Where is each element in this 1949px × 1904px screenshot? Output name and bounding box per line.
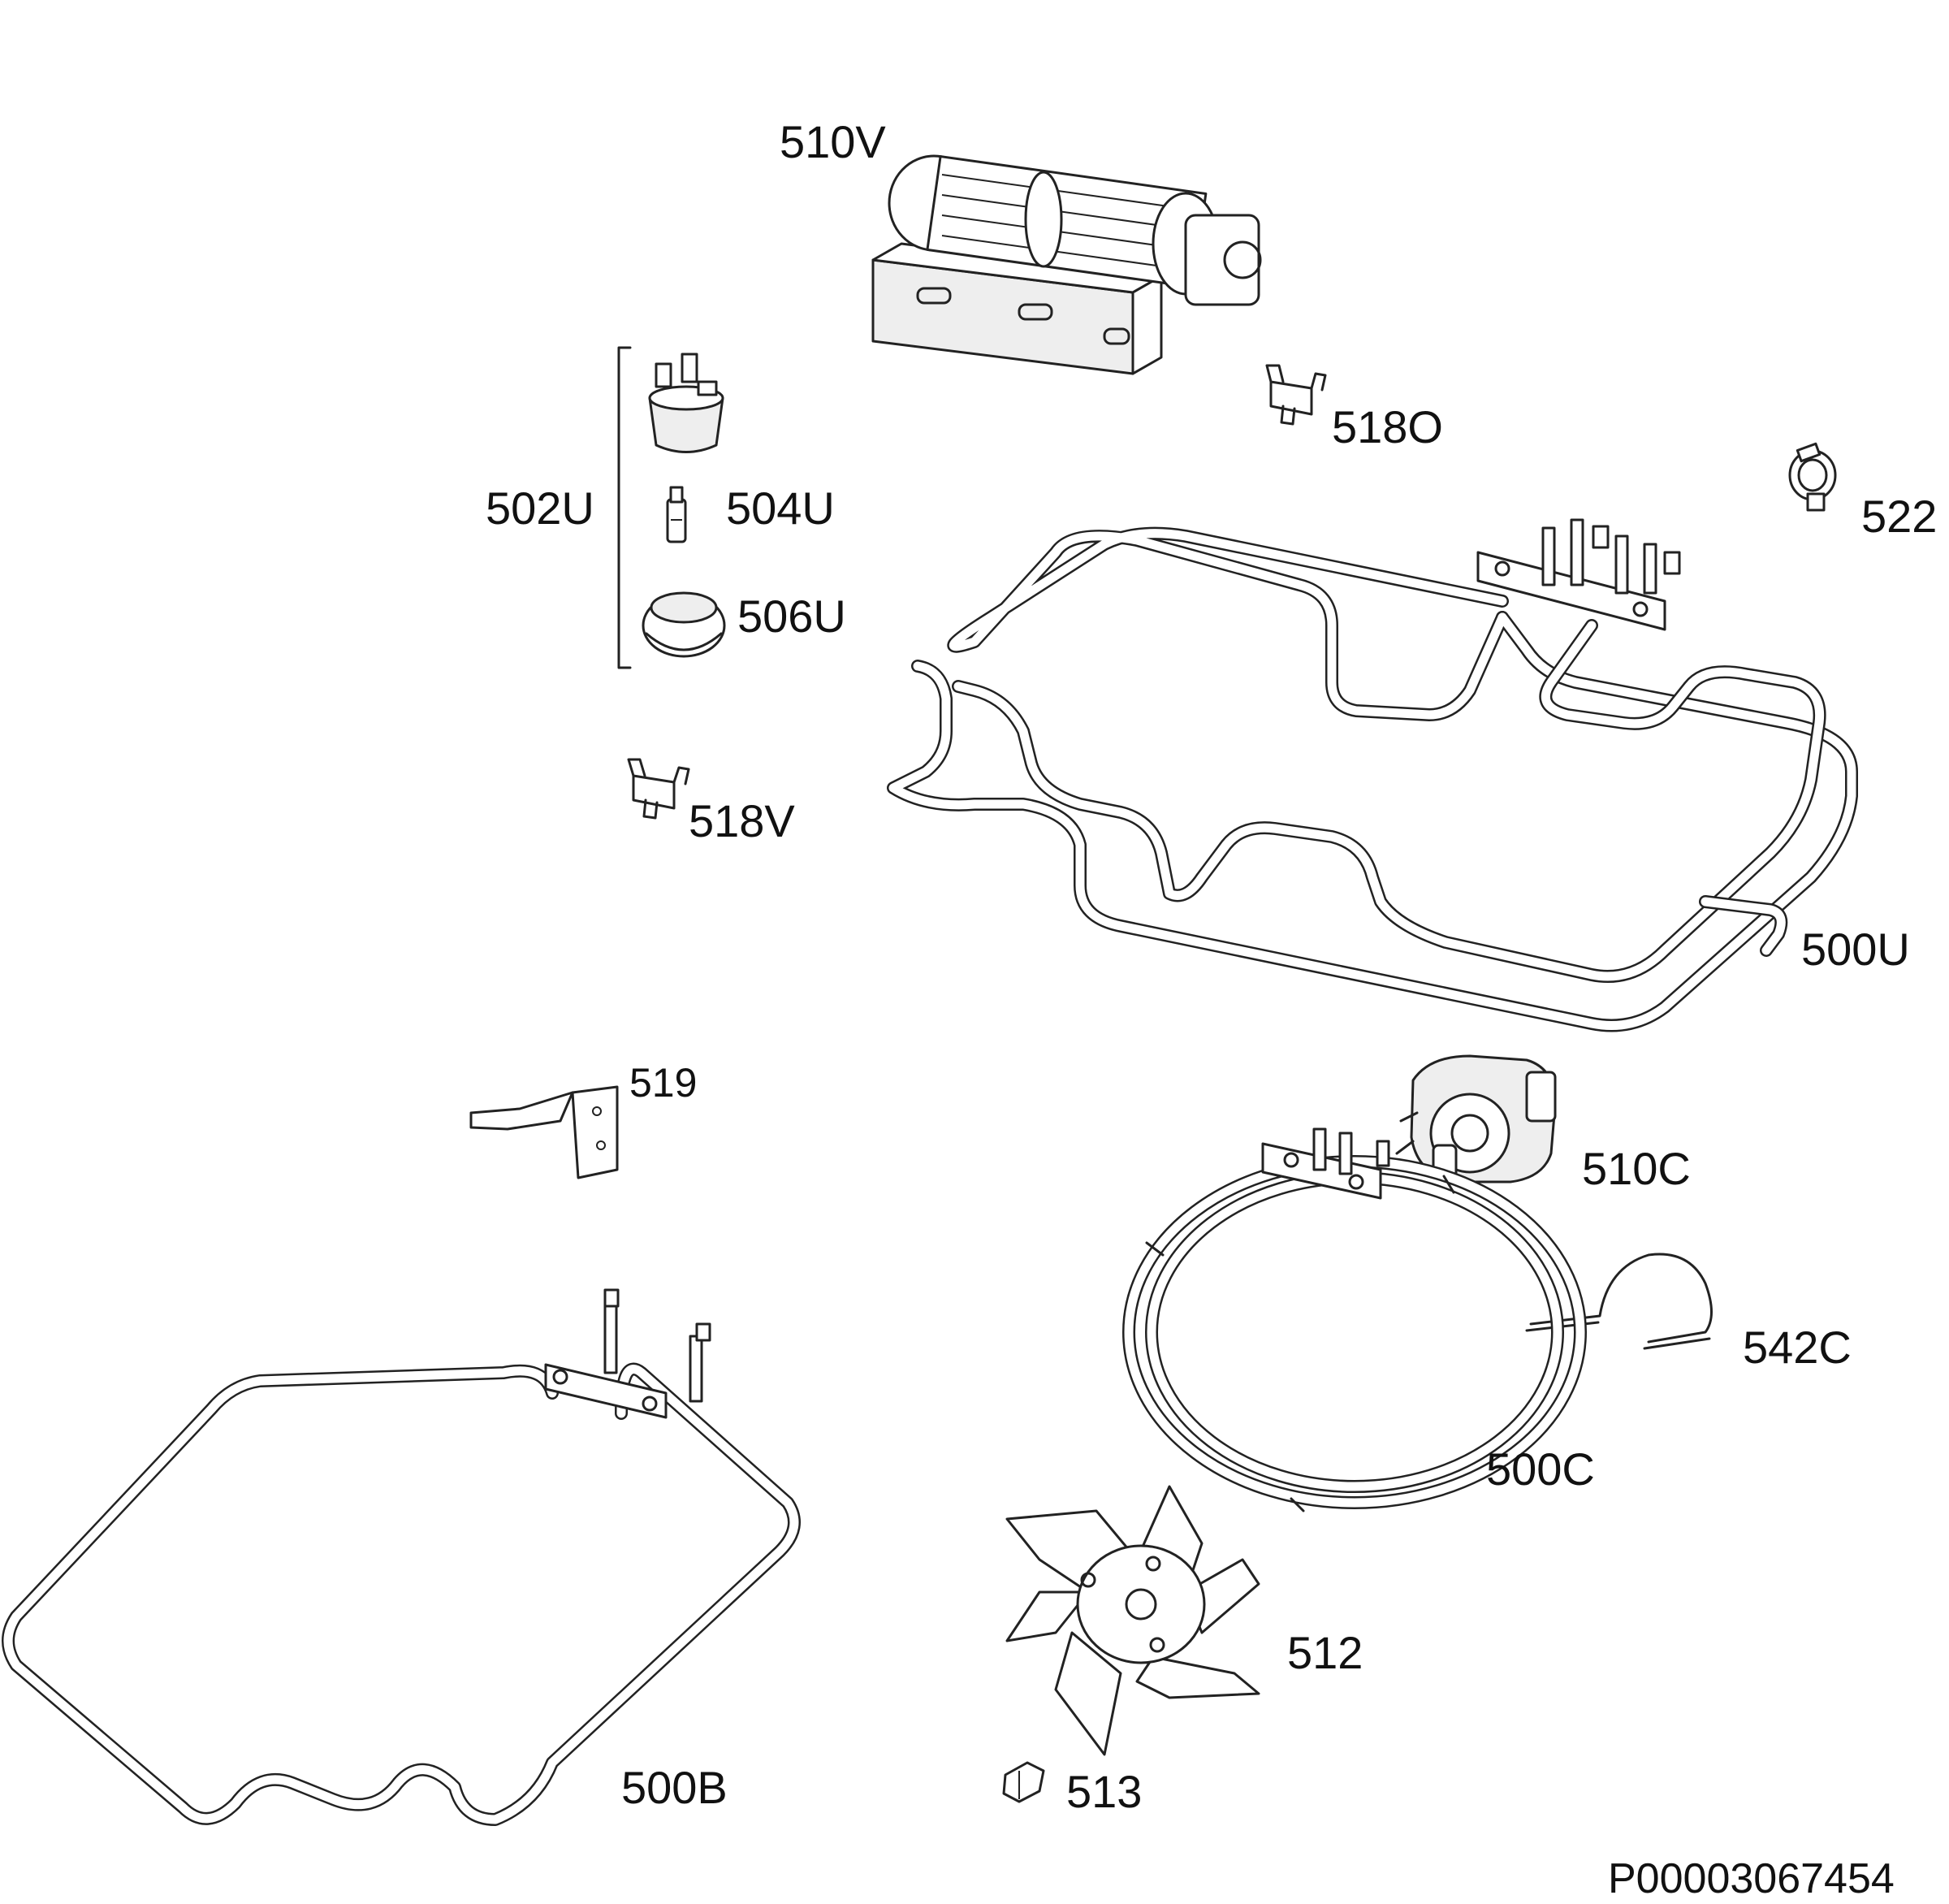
label-500U: 500U [1801, 924, 1910, 975]
label-518O: 518O [1332, 401, 1443, 452]
label-500C: 500C [1486, 1443, 1595, 1495]
part-502U-lamp-holder [648, 353, 724, 453]
part-512-fan-blade [1005, 1485, 1260, 1756]
part-500C-circular-element [1122, 1127, 1587, 1512]
part-518O-clip [1265, 364, 1327, 426]
part-500U-grill-element [887, 518, 1858, 1032]
label-522: 522 [1861, 491, 1937, 542]
part-519-bracket [469, 1085, 619, 1179]
label-542C: 542C [1743, 1322, 1852, 1373]
part-510V-tangential-fan [871, 154, 1262, 375]
part-506U-lamp-cover [642, 591, 726, 658]
part-502U-lamp-assembly-bracket [617, 346, 632, 669]
part-518V-clip [627, 758, 690, 820]
part-504U-bulb [666, 486, 687, 543]
label-512: 512 [1287, 1627, 1363, 1678]
label-504U: 504U [726, 482, 835, 534]
label-513: 513 [1066, 1766, 1142, 1817]
diagram-reference-number: P00003067454 [1608, 1855, 1895, 1902]
part-522-clamp-ring [1788, 442, 1837, 512]
part-500B-bottom-element [2, 1288, 801, 1826]
part-513-nut [1002, 1761, 1045, 1803]
label-510C: 510C [1582, 1143, 1691, 1194]
label-500B: 500B [621, 1762, 728, 1813]
label-510V: 510V [780, 116, 886, 167]
label-519: 519 [629, 1060, 697, 1106]
label-506U: 506U [737, 591, 846, 642]
label-518V: 518V [689, 795, 795, 846]
label-502U: 502U [486, 482, 594, 534]
